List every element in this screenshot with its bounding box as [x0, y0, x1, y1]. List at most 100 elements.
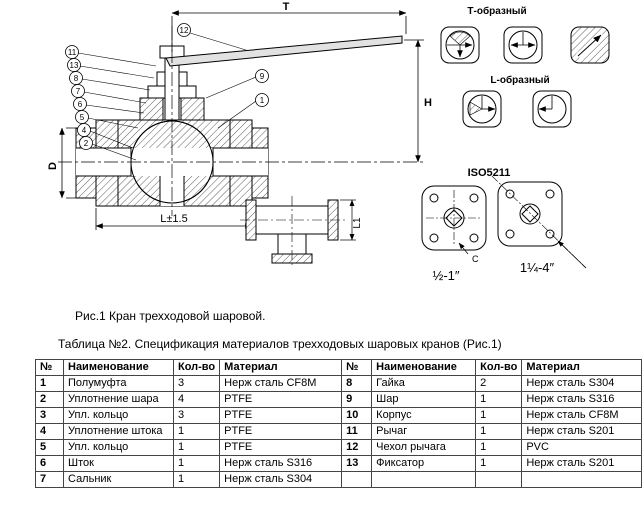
dim-label-L: L±1.5 — [160, 213, 187, 225]
flow-symbols-t — [440, 26, 610, 64]
flow-symbol-t-2 — [503, 26, 543, 64]
table-header-row: № Наименование Кол-во Материал № Наимено… — [35, 359, 643, 376]
header-name: Наименование — [63, 359, 174, 376]
callout-number: 12 — [180, 26, 189, 35]
callout-balloons: 12 11 13 8 7 6 5 4 2 — [65, 23, 269, 161]
cell-name: Упл. кольцо — [63, 439, 174, 456]
flow-symbols-l — [462, 90, 572, 128]
table-row: 2 Уплотнение шара 4 PTFE 9 Шар 1 Нерж ст… — [35, 391, 643, 408]
table-row: 1 Полумуфта 3 Нерж сталь CF8M 8 Гайка 2 … — [35, 375, 643, 392]
cell-name: Упл. кольцо — [63, 407, 174, 424]
callout-number: 5 — [80, 113, 85, 122]
cell-num: 9 — [341, 391, 373, 408]
dim-label-D: D — [47, 162, 59, 170]
cell-material: Нерж сталь S304 — [219, 471, 343, 488]
cell-num: 3 — [35, 407, 64, 424]
cell-name: Шток — [63, 455, 174, 472]
dim-label-H: H — [424, 97, 432, 109]
cell-name: Фиксатор — [371, 455, 477, 472]
callout-number: 4 — [82, 126, 87, 135]
valve-drawing: T H D L±1.5 12 11 13 8 7 6 5 — [47, 1, 610, 283]
cell-num — [341, 471, 373, 488]
callout-number: 13 — [70, 61, 79, 70]
header-qty: Кол-во — [172, 359, 221, 376]
cell-num: 2 — [35, 391, 64, 408]
callout-number: 6 — [78, 100, 83, 109]
cell-name: Уплотнение штока — [63, 423, 174, 440]
flow-symbol-l-1 — [462, 90, 502, 128]
flow-symbol-l-2 — [532, 90, 572, 128]
cell-name: Корпус — [371, 407, 477, 424]
valve-assembly — [58, 26, 424, 216]
callout-number: 7 — [76, 87, 81, 96]
l-type-label: L-образный — [490, 74, 549, 86]
cell-num: 5 — [35, 439, 64, 456]
table-row: 5 Упл. кольцо 1 PTFE 12 Чехол рычага 1 P… — [35, 439, 643, 456]
cell-qty: 1 — [475, 391, 523, 408]
cell-material: PTFE — [219, 391, 343, 408]
cell-qty: 1 — [475, 439, 523, 456]
cell-name: Шар — [371, 391, 477, 408]
size-range-large: 1¼-4″ — [520, 260, 555, 275]
cell-material: PVC — [521, 439, 643, 456]
table-row: 6 Шток 1 Нерж сталь S316 13 Фиксатор 1 Н… — [35, 455, 643, 472]
t-port-side-view — [240, 196, 356, 268]
cell-name: Сальник — [63, 471, 174, 488]
cell-qty: 3 — [172, 407, 221, 424]
cell-material: Нерж сталь CF8M — [219, 375, 343, 392]
table-caption: Таблица №2. Спецификация материалов трех… — [58, 337, 502, 351]
flow-symbol-t-3 — [570, 26, 610, 64]
figure-caption: Рис.1 Кран трехходовой шаровой. — [75, 309, 266, 323]
cell-name: Полумуфта — [63, 375, 174, 392]
header-material: Материал — [521, 359, 643, 376]
cell-qty: 1 — [172, 455, 221, 472]
cell-material: PTFE — [219, 423, 343, 440]
callout-number: 11 — [68, 48, 77, 57]
header-name: Наименование — [371, 359, 477, 376]
cell-material: Нерж сталь S316 — [521, 391, 643, 408]
iso5211-label: ISO5211 — [468, 167, 511, 179]
dimension-lines — [59, 10, 424, 230]
cell-qty: 3 — [172, 375, 221, 392]
cell-num: 11 — [341, 423, 373, 440]
header-num: № — [341, 359, 373, 376]
cell-material: PTFE — [219, 439, 343, 456]
header-num: № — [35, 359, 64, 376]
cell-qty: 1 — [475, 423, 523, 440]
dim-label-L1: L1 — [352, 217, 363, 229]
cell-name — [371, 471, 477, 488]
table-row: 4 Уплотнение штока 1 PTFE 11 Рычаг 1 Нер… — [35, 423, 643, 440]
cell-material: Нерж сталь CF8M — [521, 407, 643, 424]
cell-name: Уплотнение шара — [63, 391, 174, 408]
cell-qty: 1 — [172, 471, 221, 488]
cell-material: PTFE — [219, 407, 343, 424]
cell-material: Нерж сталь S201 — [521, 423, 643, 440]
spec-table: № Наименование Кол-во Материал № Наимено… — [35, 359, 643, 488]
iso-flange-small — [421, 185, 487, 255]
cell-num: 4 — [35, 423, 64, 440]
dim-label-T: T — [283, 1, 290, 13]
cell-material: Нерж сталь S304 — [521, 375, 643, 392]
cell-qty: 1 — [172, 423, 221, 440]
dim-label-C: C — [472, 254, 479, 264]
cell-num: 8 — [341, 375, 373, 392]
table-row: 7 Сальник 1 Нерж сталь S304 — [35, 471, 643, 488]
cell-num: 13 — [341, 455, 373, 472]
cell-material: Нерж сталь S316 — [219, 455, 343, 472]
cell-material — [521, 471, 643, 488]
header-qty: Кол-во — [475, 359, 523, 376]
cell-qty: 4 — [172, 391, 221, 408]
handle-lever — [165, 35, 403, 67]
callout-number: 2 — [84, 139, 89, 148]
cell-qty — [475, 471, 523, 488]
cell-name: Чехол рычага — [371, 439, 477, 456]
cell-qty: 1 — [475, 407, 523, 424]
cell-material: Нерж сталь S201 — [521, 455, 643, 472]
header-material: Материал — [219, 359, 343, 376]
size-range-small: ½-1″ — [432, 268, 459, 283]
callout-number: 8 — [74, 74, 79, 83]
t-type-label: Т-образный — [467, 5, 526, 17]
cell-qty: 1 — [475, 455, 523, 472]
cell-num: 10 — [341, 407, 373, 424]
